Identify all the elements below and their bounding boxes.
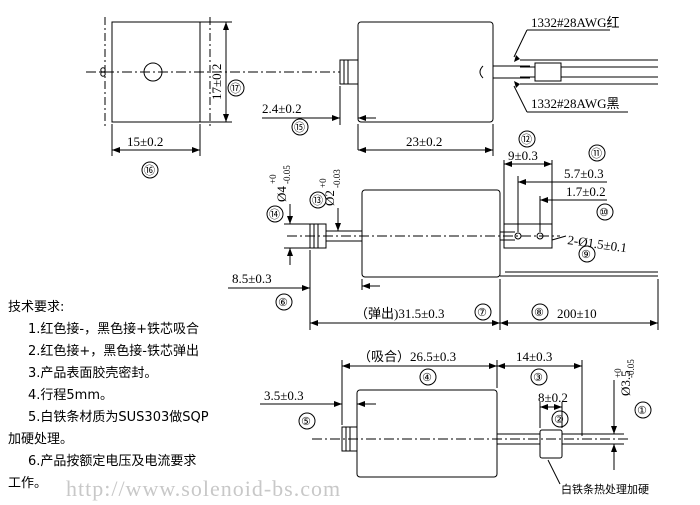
note-item: 4.行程5mm。 [28, 388, 114, 403]
dim-shaft-small-tol-dn: -0.03 [332, 169, 342, 188]
note-item: 2.红色接+，黑色接-铁芯弹出 [28, 344, 199, 359]
dim-shaft-big: Ø4 [274, 186, 289, 202]
label-14: ⑭ [269, 208, 280, 221]
dim-shaft-small-tol-up: +0 [318, 178, 328, 188]
label-15: ⑮ [294, 121, 305, 134]
label-10: ⑩ [599, 206, 609, 219]
label-8: ⑧ [534, 306, 544, 319]
middle-view-body [361, 189, 501, 278]
side-view-body [357, 21, 494, 123]
dim-body-length: 23±0.2 [406, 134, 442, 149]
label-6: ⑥ [278, 296, 288, 309]
watermark: http://www.solenoid-bs.com [66, 476, 342, 501]
label-4: ④ [422, 371, 432, 384]
dim-3-5: 3.5±0.3 [264, 388, 304, 403]
dim-8: 8±0.2 [538, 390, 568, 405]
bottom-strip [539, 429, 563, 459]
note-item: 5.白铁条材质为SUS303做SQP [28, 410, 209, 425]
label-12: ⑫ [521, 133, 532, 146]
dim-200: 200±10 [557, 306, 597, 321]
dim-5-7: 5.7±0.3 [564, 166, 604, 181]
label-3: ③ [533, 371, 543, 384]
label-1: ① [637, 404, 647, 417]
dim-26-5: （吸合）26.5±0.3 [358, 349, 456, 364]
note-item: 工作。 [8, 476, 48, 491]
label-2: ② [554, 413, 564, 426]
dim-1-7: 1.7±0.2 [566, 184, 606, 199]
dim-plunger: 2.4±0.2 [262, 101, 302, 116]
dim-shaft-big-tol-up: +0 [268, 174, 278, 184]
side-view-cap [339, 59, 359, 85]
label-7: ⑦ [477, 306, 487, 319]
note-item: 6.产品按额定电压及电流要求 [28, 454, 197, 469]
dim-holes: 2-Ø1.5±0.1 [567, 232, 628, 255]
dim-8-5: 8.5±0.3 [232, 271, 272, 286]
note-item: 3.产品表面胶壳密封。 [28, 366, 158, 381]
dim-dia-3-5-tol-up: +0 [613, 368, 623, 378]
strip-callout: 白铁条热处理加硬 [561, 483, 649, 496]
dim-shaft-big-tol-dn: -0.05 [282, 165, 292, 184]
bottom-view-body [356, 389, 498, 478]
label-11: ⑪ [591, 147, 602, 160]
front-view-hole [143, 62, 163, 82]
note-item: 1.红色接-，黑色接+铁芯吸合 [28, 322, 199, 337]
label-17: ⑰ [230, 82, 241, 95]
dim-height: 17±0.2 [209, 64, 224, 100]
dim-dia-3-5-tol-dn: -0.05 [626, 359, 636, 378]
dim-dia-3-5: Ø3.5 [618, 370, 633, 396]
dim-14: 14±0.3 [516, 349, 552, 364]
notes-title: 技术要求: [8, 300, 65, 315]
note-item: 加硬处理。 [8, 432, 74, 447]
dim-width: 15±0.2 [127, 134, 163, 149]
label-9: ⑨ [581, 248, 591, 261]
label-13: ⑬ [312, 194, 323, 207]
wire-black-label: 1332#28AWG黑 [531, 96, 620, 111]
dim-9: 9±0.3 [508, 148, 538, 163]
dim-31-5: （弹出)31.5±0.3 [355, 306, 444, 321]
label-5: ⑤ [301, 415, 311, 428]
label-16: ⑯ [144, 164, 155, 177]
wire-red-label: 1332#28AWG红 [531, 15, 620, 30]
dim-shaft-small: Ø2 [322, 190, 337, 206]
